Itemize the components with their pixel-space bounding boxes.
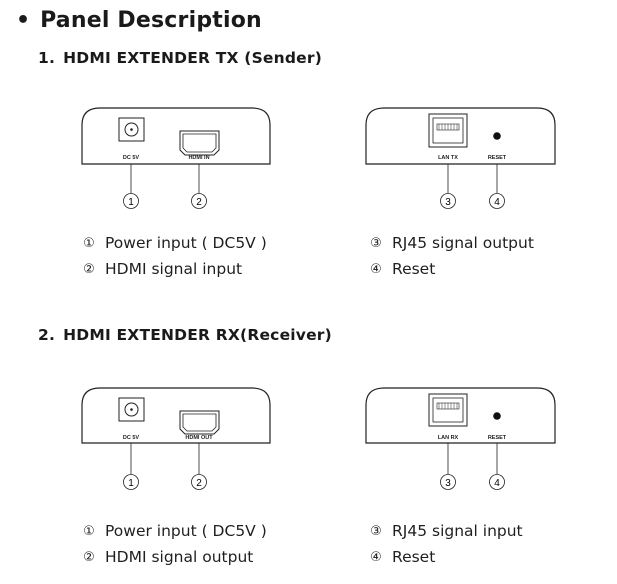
hdmi-port-icon [179, 130, 220, 156]
rx-legend-right: ③ RJ45 signal input ④ Reset [367, 520, 523, 568]
legend-mark: ② [83, 261, 95, 277]
page-title: Panel Description [40, 8, 262, 33]
callout-circle [191, 193, 207, 209]
rx-dc-label: DC 5V [123, 435, 140, 441]
legend-item: ③ RJ45 signal output [367, 232, 534, 254]
legend-text: Reset [392, 260, 436, 278]
rx-reset-label: RESET [488, 435, 507, 441]
section-1-title: 1. HDMI EXTENDER TX (Sender) [38, 49, 322, 67]
rx-hdmi-label: HDMI OUT [185, 435, 213, 441]
page-header: • Panel Description [16, 8, 262, 33]
reset-button-icon [493, 412, 501, 420]
tx-rear-panel-outline [365, 107, 556, 165]
legend-item: ① Power input ( DC5V ) [80, 232, 267, 254]
callout-number: 1 [128, 197, 134, 208]
tx-front-panel-outline [81, 107, 271, 165]
callout-number: 2 [196, 197, 202, 208]
section-2-title: 2. HDMI EXTENDER RX(Receiver) [38, 326, 332, 344]
section-1-heading: HDMI EXTENDER TX (Sender) [63, 49, 323, 67]
legend-mark: ① [83, 235, 95, 251]
legend-item: ④ Reset [367, 546, 523, 568]
legend-item: ① Power input ( DC5V ) [80, 520, 267, 542]
dc-jack-icon [118, 117, 145, 142]
section-2-number: 2. [38, 326, 56, 344]
rx-legend-left: ① Power input ( DC5V ) ② HDMI signal outpu… [80, 520, 267, 568]
legend-item: ③ RJ45 signal input [367, 520, 523, 542]
tx-front-panel: DC 5V HDMI IN 1 2 [81, 107, 271, 209]
reset-button-icon [493, 132, 501, 140]
dc-jack-icon [118, 397, 145, 422]
tx-hdmi-label: HDMI IN [188, 155, 209, 161]
callout-number: 4 [494, 197, 500, 208]
rx-lan-label: LAN RX [438, 435, 459, 441]
rj45-port-icon [428, 113, 468, 148]
rx-front-panel-outline [81, 387, 271, 444]
legend-item: ② HDMI signal input [80, 258, 267, 280]
legend-item: ④ Reset [367, 258, 534, 280]
callout-circle [489, 193, 505, 209]
legend-mark: ① [83, 523, 95, 539]
legend-text: Power input ( DC5V ) [105, 234, 267, 252]
legend-mark: ③ [370, 523, 382, 539]
legend-mark: ② [83, 549, 95, 565]
legend-text: Power input ( DC5V ) [105, 522, 267, 540]
tx-reset-label: RESET [488, 155, 507, 161]
callout-circle [440, 474, 456, 490]
callout-number: 3 [445, 197, 451, 208]
callout-circle [123, 474, 139, 490]
callout-number: 1 [128, 478, 134, 489]
legend-mark: ④ [370, 261, 382, 277]
legend-mark: ③ [370, 235, 382, 251]
callout-number: 3 [445, 478, 451, 489]
tx-lan-label: LAN TX [438, 155, 458, 161]
hdmi-port-icon [179, 410, 220, 435]
tx-rear-panel: LAN TX RESET 3 4 [365, 107, 556, 209]
callout-circle [440, 193, 456, 209]
tx-dc-label: DC 5V [123, 155, 140, 161]
legend-text: RJ45 signal input [392, 522, 523, 540]
section-1-number: 1. [38, 49, 56, 67]
callout-circle [123, 193, 139, 209]
legend-item: ② HDMI signal output [80, 546, 267, 568]
legend-text: HDMI signal output [105, 548, 254, 566]
tx-legend-left: ① Power input ( DC5V ) ② HDMI signal input [80, 232, 267, 280]
callout-number: 2 [196, 478, 202, 489]
rx-rear-panel-outline [365, 387, 556, 444]
rj45-port-icon [428, 393, 468, 427]
legend-text: RJ45 signal output [392, 234, 534, 252]
callout-circle [489, 474, 505, 490]
rx-rear-panel: LAN RX RESET 3 4 [365, 387, 556, 490]
legend-text: HDMI signal input [105, 260, 243, 278]
section-2-heading: HDMI EXTENDER RX(Receiver) [63, 326, 332, 344]
tx-legend-right: ③ RJ45 signal output ④ Reset [367, 232, 534, 280]
rx-front-panel: DC 5V HDMI OUT 1 2 [81, 387, 271, 490]
legend-text: Reset [392, 548, 436, 566]
callout-circle [191, 474, 207, 490]
header-bullet: • [16, 7, 31, 33]
legend-mark: ④ [370, 549, 382, 565]
callout-number: 4 [494, 478, 500, 489]
